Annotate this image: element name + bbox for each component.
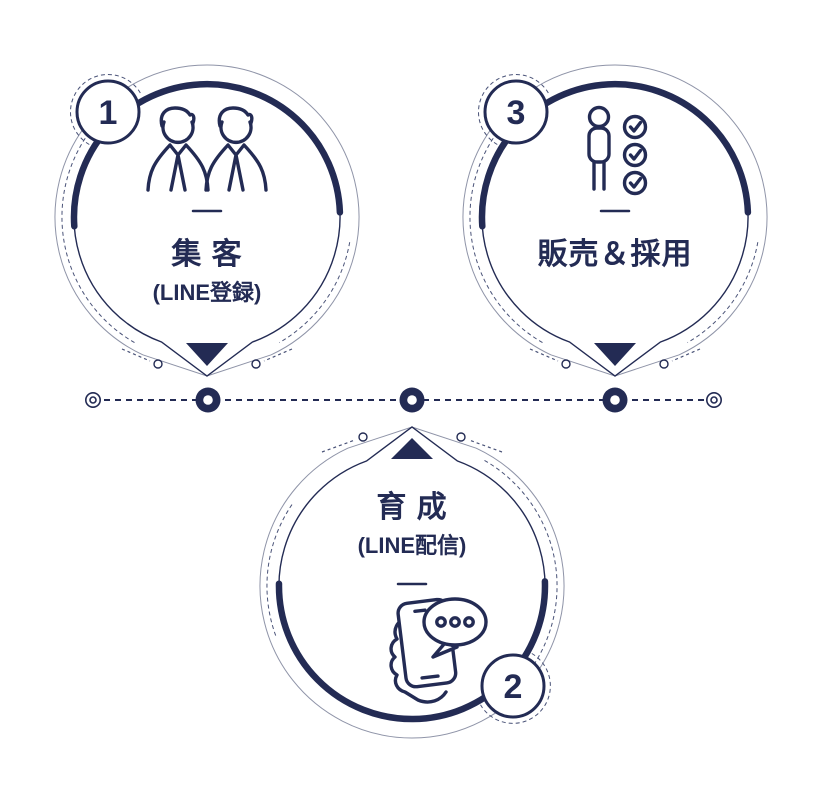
- person-right: [204, 106, 268, 192]
- chat-dot: [449, 616, 461, 628]
- hand-phone-chat-icon: [389, 597, 488, 704]
- antenna-left: [321, 439, 356, 453]
- timeline-end-ring-right: [705, 391, 722, 408]
- check-circle: [622, 142, 648, 168]
- timeline-end-ring-left-inner: [89, 396, 97, 404]
- check-mark: [628, 120, 643, 133]
- step-number: 3: [507, 94, 526, 132]
- decor-dashed-arc: [279, 242, 351, 344]
- antenna-left-dot: [561, 359, 571, 369]
- face: [161, 120, 195, 145]
- pointer-triangle-up: [391, 438, 433, 459]
- step-3-bubble: 3 販売＆採用: [462, 64, 768, 377]
- outer-ring: [54, 64, 360, 377]
- antenna-right: [671, 348, 701, 362]
- step-2-bubble: 育 成 (LINE配信) 2: [259, 426, 565, 739]
- person-body: [587, 126, 611, 164]
- check-circle: [622, 114, 648, 140]
- pointer-triangle-down: [186, 343, 228, 366]
- antenna-right-dot: [456, 432, 466, 442]
- antenna-left: [121, 348, 151, 362]
- step-subtitle: (LINE配信): [358, 533, 467, 558]
- check-mark: [628, 176, 643, 189]
- node-hole: [203, 395, 213, 405]
- person-checklist-icon: [587, 105, 648, 196]
- antenna-left-dot: [153, 359, 163, 369]
- step-number: 1: [99, 94, 118, 132]
- two-people-icon: [146, 106, 268, 192]
- hair: [159, 106, 196, 128]
- step-number-badge: [480, 653, 546, 719]
- decor-dashed-arc: [61, 133, 135, 344]
- step-title: 育 成: [376, 490, 447, 524]
- decor-dashed-arc: [484, 459, 558, 670]
- accent-arc: [70, 80, 344, 230]
- timeline-node-3: [602, 387, 628, 413]
- step-number: 2: [504, 668, 523, 706]
- accent-arc: [275, 578, 549, 723]
- chat-dot: [435, 616, 447, 628]
- step-title: 販売＆採用: [538, 238, 693, 271]
- phone-home-bar: [420, 674, 440, 680]
- outer-ring: [259, 426, 565, 739]
- antenna-left-dot: [358, 432, 368, 442]
- step-number-badge: [75, 79, 141, 145]
- antenna-left: [529, 348, 559, 362]
- chat-bubble-body: [422, 597, 488, 647]
- shoulders: [204, 143, 268, 192]
- timeline-end-ring-right-inner: [710, 396, 718, 404]
- hair: [217, 106, 254, 128]
- antenna-right: [468, 439, 503, 453]
- step-1-bubble: 1 集 客 (LINE登録): [54, 64, 360, 377]
- antenna-right-dot: [251, 359, 261, 369]
- check-circle: [622, 170, 648, 196]
- decor-dashed-arc: [469, 133, 543, 344]
- person-legs: [592, 160, 606, 191]
- check-list: [622, 114, 648, 196]
- decor-dashed-arc: [687, 242, 759, 344]
- person-left: [146, 106, 210, 192]
- outer-ring: [462, 64, 768, 377]
- timeline-node-2: [399, 387, 425, 413]
- shoulders: [146, 143, 210, 192]
- antenna-right-dot: [659, 359, 669, 369]
- pointer-triangle-down: [594, 343, 636, 366]
- accent-arc: [478, 80, 752, 230]
- timeline: [85, 387, 722, 413]
- chat-bubble: [422, 597, 488, 659]
- chat-dot: [463, 616, 475, 628]
- face: [219, 120, 253, 145]
- timeline-end-ring-left: [85, 391, 102, 408]
- check-mark: [628, 148, 643, 161]
- step-subtitle: (LINE登録): [153, 280, 262, 305]
- step-title: 集 客: [170, 237, 242, 271]
- antenna-right: [263, 348, 293, 362]
- node-hole: [610, 395, 620, 405]
- node-hole: [407, 395, 417, 405]
- step-number-badge: [483, 79, 549, 145]
- decor-dashed-arc: [266, 502, 294, 636]
- timeline-node-1: [195, 387, 221, 413]
- phone-speaker: [413, 608, 427, 614]
